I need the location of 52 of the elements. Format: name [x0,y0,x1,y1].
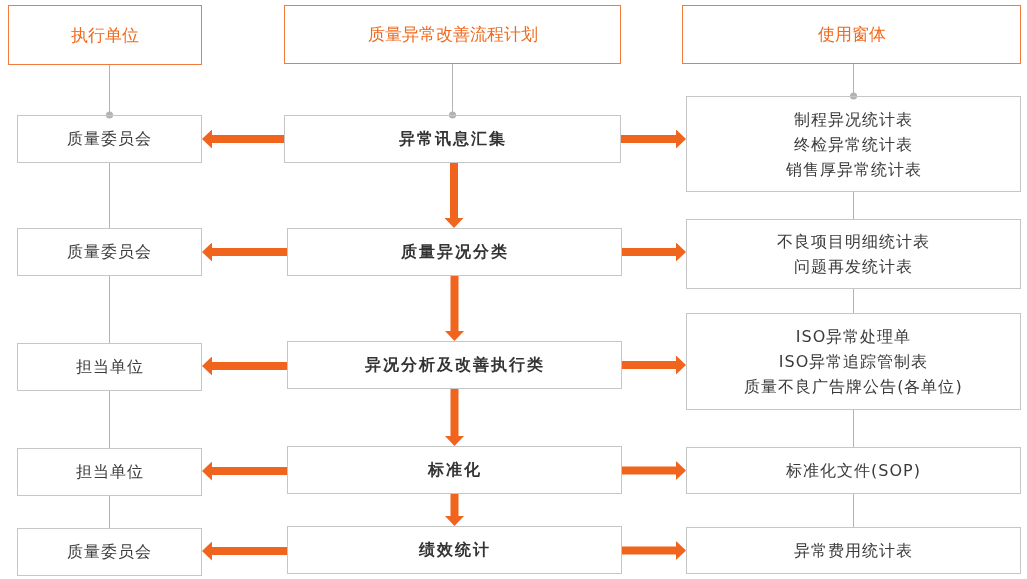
form-name: 销售厚异常统计表 [785,158,922,181]
form-list-box [686,313,1021,410]
form-list-box [686,527,1021,574]
unit-box [17,343,202,391]
unit-name: 质量委员会 [67,241,152,263]
process-step-box [287,526,622,574]
header-title: 执行单位 [71,23,139,47]
unit-box [17,115,202,163]
process-step-box [287,446,622,494]
unit-name: 质量委员会 [67,541,152,563]
form-name: 问题再发统计表 [794,256,913,278]
form-list-box [686,219,1021,289]
process-step-box [287,228,622,276]
connector-line [853,409,854,448]
step-name: 质量异况分类 [400,241,509,263]
connector-line [109,495,110,529]
unit-box [17,448,202,496]
header-title: 质量异常改善流程计划 [367,23,538,46]
form-list-box [686,447,1021,494]
form-name: 制程异况统计表 [794,108,913,131]
connector-line [109,162,110,229]
connector-line [853,493,854,528]
unit-box [17,528,202,576]
form-name: 标准化文件(SOP) [786,460,921,482]
connector-line [109,275,110,344]
form-name: 质量不良广告牌公告(各单位) [744,376,963,398]
connector-line [853,191,854,220]
unit-name: 质量委员会 [67,128,152,150]
form-list-box [686,96,1021,192]
step-name: 异况分析及改善执行类 [364,354,545,376]
connector-line [448,63,457,119]
connector-line [109,390,110,449]
unit-name: 担当单位 [75,461,144,483]
step-name: 异常讯息汇集 [398,128,507,150]
form-name: ISO异常处理单 [795,326,912,348]
unit-box [17,228,202,276]
step-name: 绩效统计 [418,539,491,561]
process-step-box [287,341,622,389]
column-header [682,5,1021,64]
header-title: 使用窗体 [817,23,886,46]
form-name: 终检异常统计表 [794,133,913,156]
column-header [284,5,621,64]
step-name: 标准化 [427,459,482,481]
process-step-box [284,115,621,163]
form-name: ISO异常追踪管制表 [778,351,929,373]
connector-line [105,64,114,119]
column-header [8,5,202,65]
unit-name: 担当单位 [75,356,144,378]
form-name: 不良项目明细统计表 [777,231,930,253]
connector-line [849,63,858,100]
connector-line [853,288,854,314]
form-name: 异常费用统计表 [794,540,913,562]
